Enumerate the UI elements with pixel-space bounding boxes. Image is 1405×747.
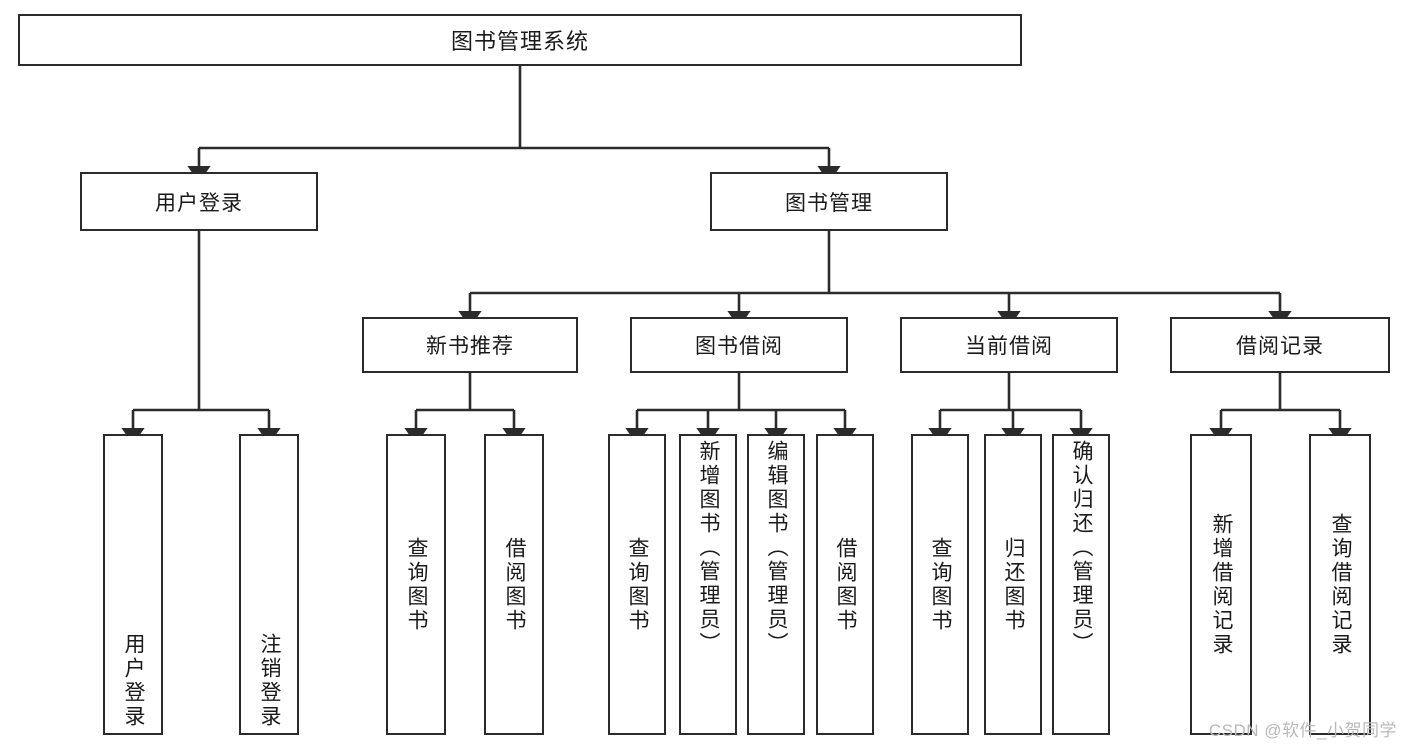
- node-label: 用户登录: [155, 191, 243, 215]
- node-label: 确认归还（管理员）: [1070, 440, 1094, 656]
- node-label: 当前借阅: [965, 335, 1053, 358]
- node-label: 归还图书: [1002, 536, 1026, 633]
- node-label: 查询借阅记录: [1329, 512, 1353, 657]
- node-label: 编辑图书（管理员）: [765, 440, 789, 656]
- node-label: 新增图书（管理员）: [697, 440, 721, 656]
- node-leaf-query-book-borrow[interactable]: 查询图书: [608, 434, 666, 735]
- node-label: 查询图书: [626, 536, 650, 633]
- node-label: 新书推荐: [426, 335, 514, 358]
- node-label: 图书管理: [785, 191, 873, 215]
- node-leaf-edit-book-admin[interactable]: 编辑图书（管理员）: [747, 434, 805, 735]
- node-label: 图书借阅: [695, 335, 783, 358]
- node-leaf-add-borrow-record[interactable]: 新增借阅记录: [1190, 434, 1252, 735]
- node-label: 图书管理系统: [450, 29, 589, 54]
- node-leaf-return-book[interactable]: 归还图书: [984, 434, 1042, 735]
- node-leaf-add-book-admin[interactable]: 新增图书（管理员）: [679, 434, 737, 735]
- node-book-management[interactable]: 图书管理: [710, 172, 948, 231]
- node-current-borrowing[interactable]: 当前借阅: [900, 317, 1118, 373]
- watermark: CSDN @软件_小贺同学: [1208, 721, 1397, 740]
- node-label: 借阅图书: [503, 536, 527, 633]
- node-leaf-user-logout[interactable]: 注销登录: [239, 434, 299, 735]
- node-label: 注销登录: [258, 633, 282, 729]
- node-label: 用户登录: [122, 633, 146, 729]
- node-book-borrowing[interactable]: 图书借阅: [630, 317, 848, 373]
- node-root[interactable]: 图书管理系统: [18, 14, 1022, 66]
- node-label: 新增借阅记录: [1210, 512, 1234, 657]
- node-new-book-recommendation[interactable]: 新书推荐: [362, 317, 578, 373]
- node-leaf-query-book-rec[interactable]: 查询图书: [386, 434, 446, 735]
- node-user-login[interactable]: 用户登录: [80, 172, 318, 231]
- node-borrow-records[interactable]: 借阅记录: [1170, 317, 1390, 373]
- node-label: 借阅记录: [1236, 335, 1324, 358]
- node-leaf-confirm-return-admin[interactable]: 确认归还（管理员）: [1052, 434, 1110, 735]
- node-leaf-user-login[interactable]: 用户登录: [103, 434, 163, 735]
- node-label: 查询图书: [929, 536, 953, 633]
- node-label: 查询图书: [405, 536, 429, 633]
- node-label: 借阅图书: [834, 536, 858, 633]
- node-leaf-query-book-current[interactable]: 查询图书: [911, 434, 969, 735]
- node-leaf-borrow-book[interactable]: 借阅图书: [816, 434, 874, 735]
- node-leaf-query-borrow-record[interactable]: 查询借阅记录: [1309, 434, 1371, 735]
- node-leaf-borrow-book-rec[interactable]: 借阅图书: [484, 434, 544, 735]
